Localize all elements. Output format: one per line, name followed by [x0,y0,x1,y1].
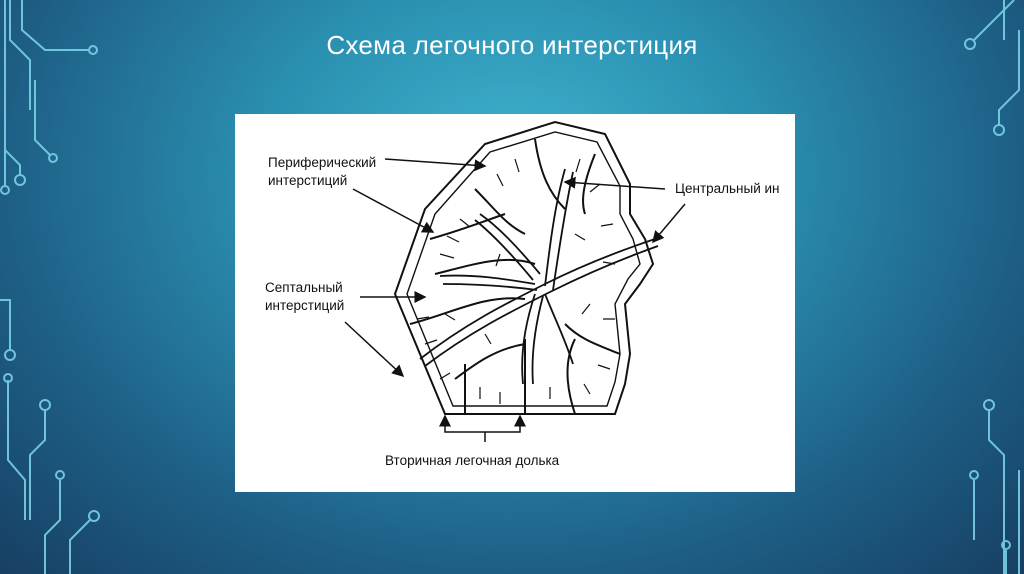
label-peripheral-line2: интерстиций [268,172,347,190]
central-bundle [425,246,658,366]
central-bundle [443,284,537,290]
arrow-lobule-right [485,416,520,432]
central-bundle [532,296,543,384]
central-bundle [440,276,535,284]
arrow-peripheral-2 [353,189,433,232]
label-central: Центральный ин [675,180,780,198]
slide-title: Схема легочного интерстиция [0,30,1024,61]
arrow-central-1 [565,182,665,189]
circuit-decoration-right [914,0,1024,574]
label-septal-line2: интерстиций [265,297,344,315]
label-secondary-lobule: Вторичная легочная долька [385,452,559,470]
label-septal-line1: Септальный [265,279,343,297]
circuit-decoration-left [0,0,110,574]
septum [435,260,535,274]
label-peripheral-line1: Периферический [268,154,376,172]
central-bundle [475,220,533,280]
central-bundle [480,214,540,274]
arrow-central-2 [653,204,685,242]
interstitium-diagram: Периферический интерстиций Центральный и… [235,114,795,492]
central-bundle [545,294,573,364]
septum [535,139,565,209]
septum [565,324,620,354]
septum [430,214,505,239]
arrow-septal-2 [345,322,403,376]
arrow-lobule-left [445,416,485,432]
